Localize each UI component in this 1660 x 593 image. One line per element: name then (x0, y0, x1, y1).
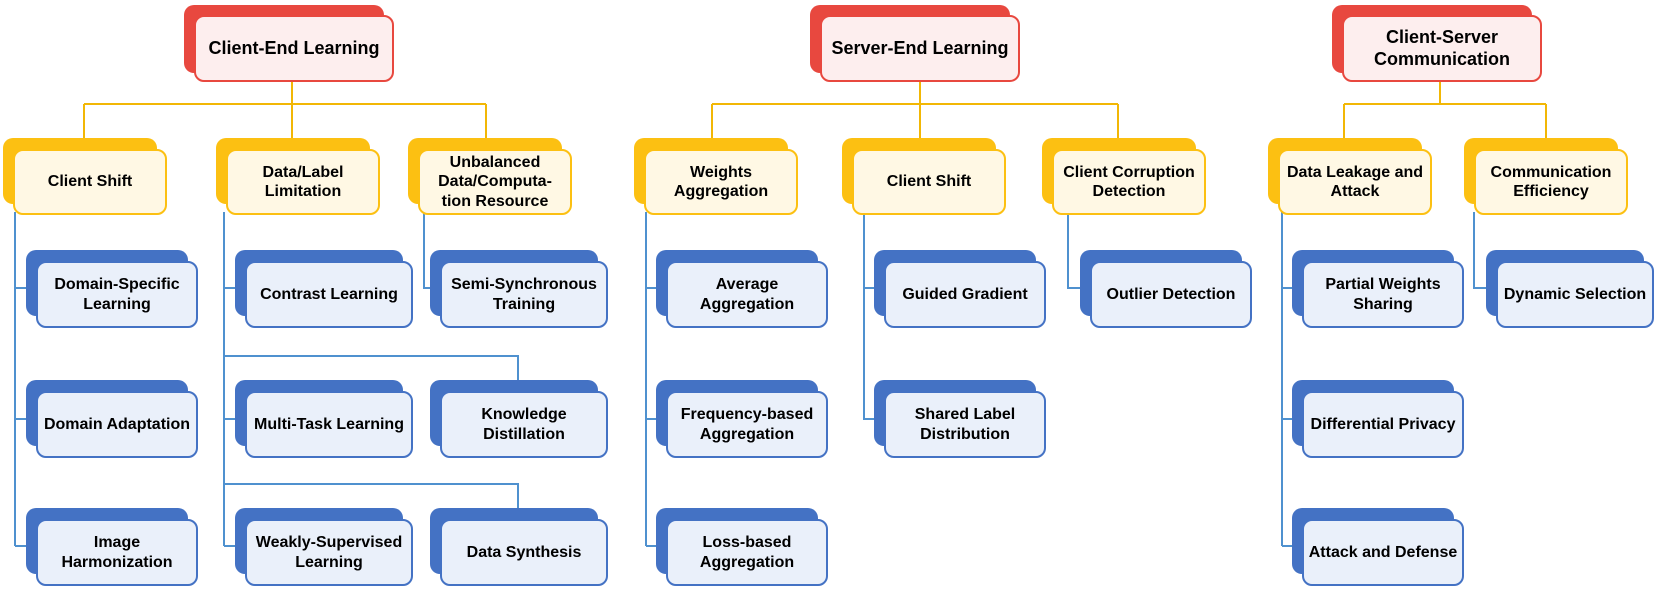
category-data-leakage-attack: Data Leakage and Attack (1268, 138, 1432, 215)
root-label: Server-End Learning (831, 37, 1009, 58)
method-label: Dynamic Selection (1503, 285, 1647, 303)
method-label: Outlier Detection (1106, 285, 1236, 303)
method-weakly-supervised-learning: Weakly-Supervised Learning (235, 508, 413, 586)
category-label: Weights Aggregation (673, 163, 769, 200)
connector-server-shift-trunk (863, 212, 876, 420)
method-domain-specific-learning: Domain-Specific Learning (26, 250, 198, 328)
method-label: Multi-Task Learning (254, 415, 404, 433)
method-guided-gradient: Guided Gradient (874, 250, 1046, 328)
method-label: Data Synthesis (466, 543, 582, 561)
method-label: Contrast Learning (260, 285, 398, 303)
root-connectors (83, 82, 1547, 138)
method-loss-based-aggregation: Loss-based Aggregation (656, 508, 828, 586)
category-label: Unbalanced Data/Computa-tion Resource (438, 154, 552, 210)
method-label: Weakly-Supervised Learning (255, 534, 403, 571)
method-label: Average Aggregation (699, 276, 795, 313)
method-semi-synchronous-training: Semi-Synchronous Training (430, 250, 608, 328)
method-frequency-based-aggregation: Frequency-based Aggregation (656, 380, 828, 458)
method-label: Knowledge Distillation (481, 406, 567, 443)
method-label: Differential Privacy (1310, 415, 1456, 433)
category-client-corruption-detection: Client Corruption Detection (1042, 138, 1206, 215)
category-label: Client Corruption Detection (1063, 163, 1195, 200)
category-label: Communication Efficiency (1490, 163, 1612, 200)
category-client-shift: Client Shift (3, 138, 167, 215)
connector-outlier (1067, 212, 1082, 289)
method-label: Attack and Defense (1308, 543, 1458, 561)
method-contrast-learning: Contrast Learning (235, 250, 413, 328)
method-differential-privacy: Differential Privacy (1292, 380, 1464, 458)
category-label: Client Shift (47, 173, 133, 191)
root-server-end-learning: Server-End Learning (810, 5, 1020, 82)
category-data-label-limitation: Data/Label Limitation (216, 138, 380, 215)
method-label: Frequency-based Aggregation (680, 406, 814, 443)
method-multi-task-learning: Multi-Task Learning (235, 380, 413, 458)
root-client-end-learning: Client-End Learning (184, 5, 394, 82)
method-domain-adaptation: Domain Adaptation (26, 380, 198, 458)
method-label: Image Harmonization (61, 534, 173, 571)
method-label: Domain Adaptation (43, 415, 191, 433)
root-label: Client-Server Communication (1373, 26, 1510, 69)
root-client-server-communication: Client-Server Communication (1332, 5, 1542, 82)
category-unbalanced-resource: Unbalanced Data/Computa-tion Resource (408, 138, 572, 215)
method-outlier-detection: Outlier Detection (1080, 250, 1252, 328)
method-shared-label-distribution: Shared Label Distribution (874, 380, 1046, 458)
connector-row3-bar (224, 483, 519, 508)
method-dynamic-selection: Dynamic Selection (1486, 250, 1654, 328)
method-label: Guided Gradient (902, 285, 1028, 303)
method-attack-and-defense: Attack and Defense (1292, 508, 1464, 586)
category-communication-efficiency: Communication Efficiency (1464, 138, 1628, 215)
method-data-synthesis: Data Synthesis (430, 508, 608, 586)
method-label: Loss-based Aggregation (699, 534, 795, 571)
method-label: Partial Weights Sharing (1325, 276, 1441, 313)
method-partial-weights-sharing: Partial Weights Sharing (1292, 250, 1464, 328)
method-image-harmonization: Image Harmonization (26, 508, 198, 586)
category-weights-aggregation: Weights Aggregation (634, 138, 798, 215)
method-average-aggregation: Average Aggregation (656, 250, 828, 328)
category-server-client-shift: Client Shift (842, 138, 1006, 215)
category-label: Data Leakage and Attack (1286, 163, 1424, 200)
category-label: Data/Label Limitation (262, 163, 344, 200)
method-label: Semi-Synchronous Training (451, 276, 597, 313)
connector-row2-bar (224, 355, 519, 380)
root-label: Client-End Learning (208, 37, 380, 58)
method-knowledge-distillation: Knowledge Distillation (430, 380, 608, 458)
method-label: Domain-Specific Learning (54, 276, 180, 313)
connector-semi-sync (423, 212, 432, 289)
connector-dynamic-selection (1473, 212, 1488, 289)
category-label: Client Shift (886, 173, 972, 191)
method-label: Shared Label Distribution (914, 406, 1016, 443)
method-connectors (14, 212, 1488, 547)
